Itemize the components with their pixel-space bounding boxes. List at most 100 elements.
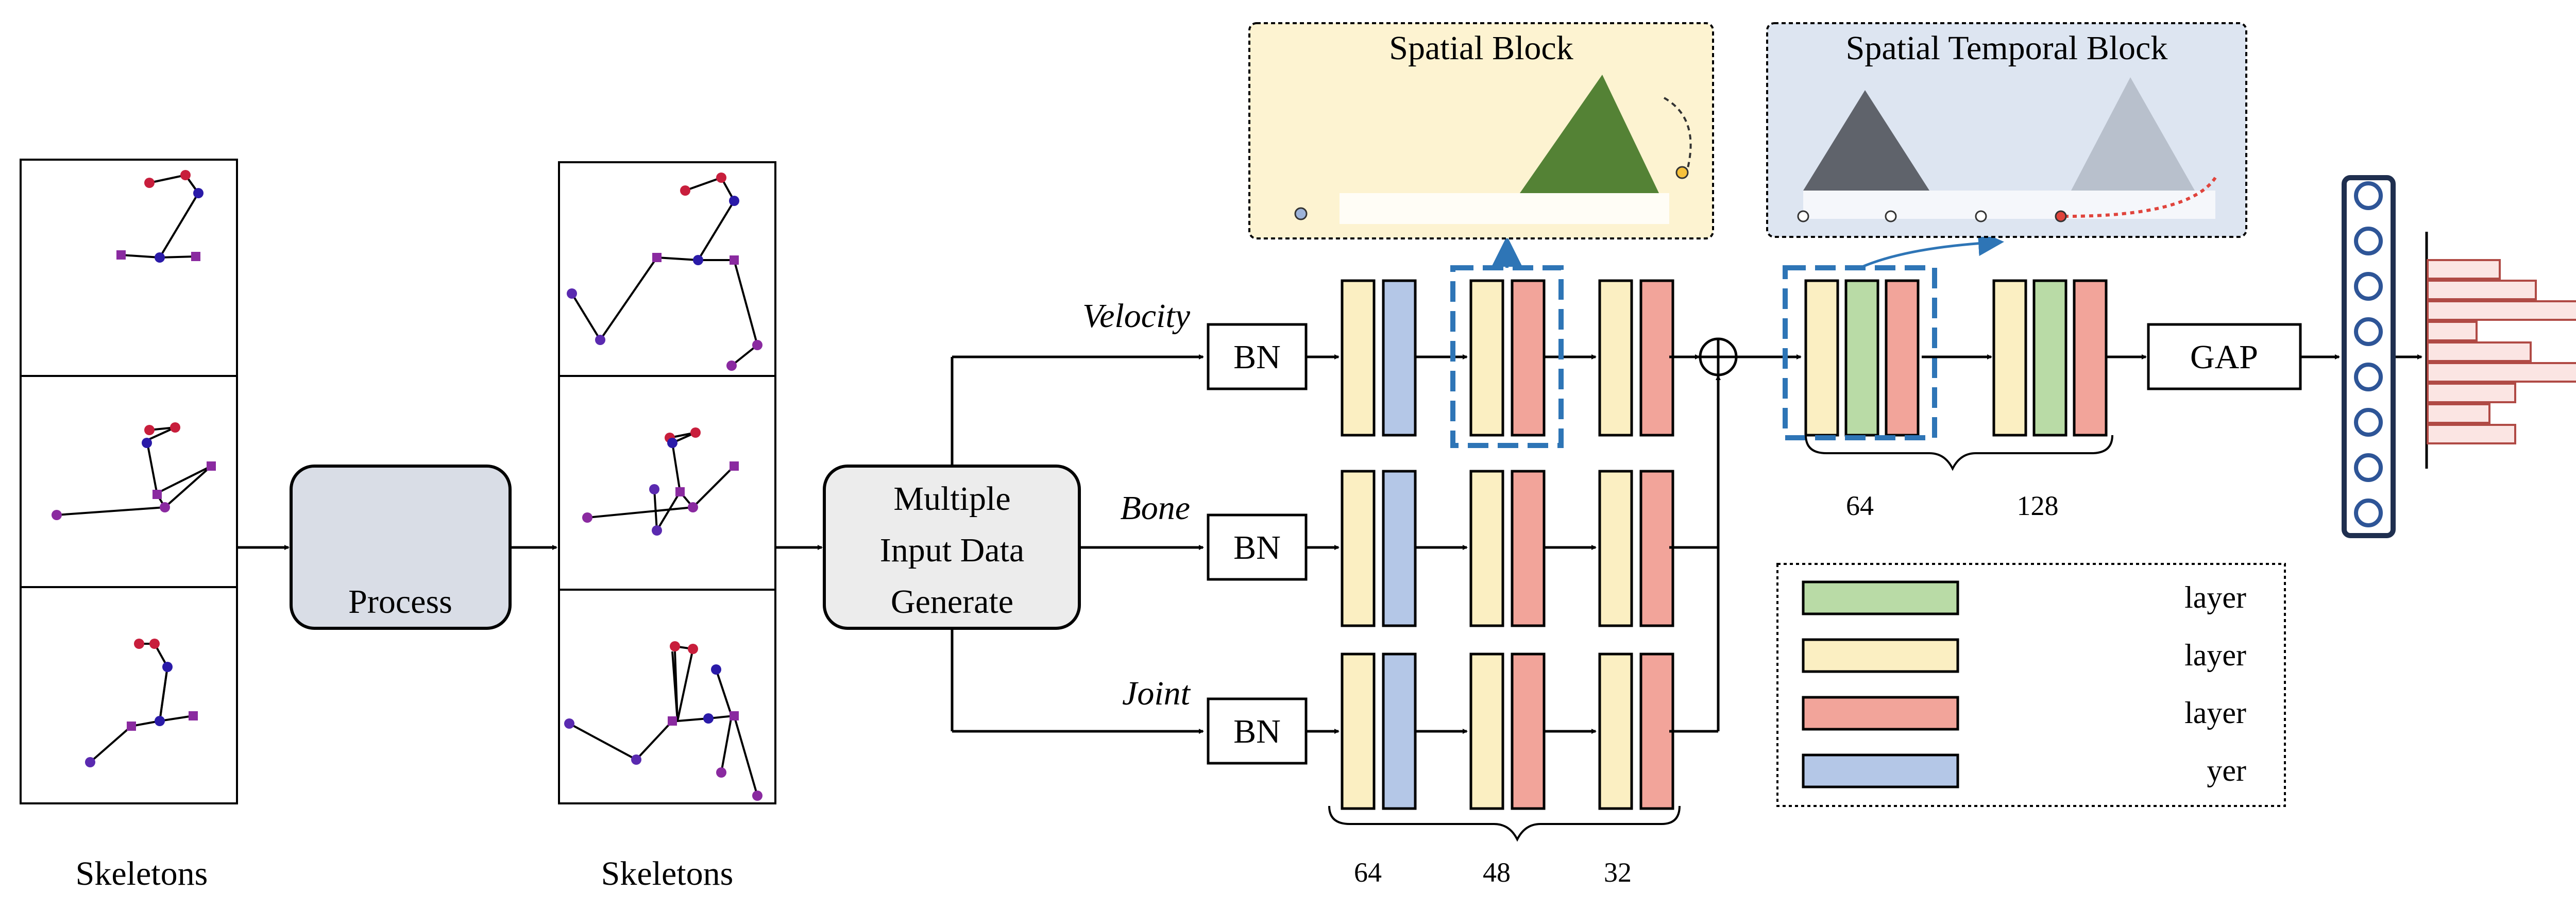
spatial-block-inset: Spatial Block: [1248, 22, 1714, 239]
layer-block-yellow-layer: [1469, 470, 1504, 627]
legend-swatch: [1802, 696, 1959, 731]
neuron-node: [2354, 181, 2383, 210]
channel-label: 128: [2017, 490, 2059, 521]
histogram-bar: [2427, 321, 2478, 341]
fusion-lines: [1669, 354, 1721, 733]
skeleton-joints: [85, 639, 198, 767]
process-box: Process: [290, 465, 512, 630]
bn-box-joint: BN: [1207, 697, 1308, 765]
st-inset-whiteout: [1803, 191, 2215, 219]
stream-label-velocity: Velocity: [1082, 297, 1191, 335]
layer-block-red-layer: [1511, 470, 1546, 627]
layer-block-yellow-layer: [1598, 653, 1633, 810]
layer-stacks: [1306, 279, 2108, 810]
layer-block-yellow-layer: [1598, 279, 1633, 437]
fc-neuron-column: [2342, 175, 2396, 538]
gap-box: GAP: [2147, 323, 2302, 390]
st-layer-block-red-layer: [2073, 279, 2108, 437]
generate-label-line3: Generate: [891, 583, 1013, 621]
st-layer-block-green-layer: [1844, 279, 1879, 437]
layer-block-red-layer: [1639, 470, 1674, 627]
skeleton-joints: [52, 422, 216, 520]
histogram-bar: [2427, 280, 2537, 300]
st-layer-block-yellow-layer: [1992, 279, 2027, 437]
neuron-node: [2354, 227, 2383, 255]
histogram-bar: [2427, 424, 2516, 444]
upper-brace: [1805, 435, 2113, 471]
st-layer-block-green-layer: [2032, 279, 2067, 437]
st-layer-block-red-layer: [1885, 279, 1920, 437]
histogram-bar: [2427, 341, 2532, 362]
layer-block-red-layer: [1511, 653, 1546, 810]
st-light-triangle: [2071, 77, 2195, 191]
neuron-node: [2354, 363, 2383, 391]
bn-box-bone: BN: [1207, 513, 1308, 581]
bn-label: BN: [1233, 529, 1281, 566]
lower-brace: [1328, 805, 1681, 842]
process-label: Process: [348, 583, 452, 621]
legend-label: layer: [2184, 638, 2246, 672]
layer-block-yellow-layer: [1341, 470, 1376, 627]
layer-block-red-layer: [1511, 279, 1546, 437]
original-skeletons-panel: Skeletons: [20, 159, 238, 892]
bn-label: BN: [1233, 713, 1281, 750]
neuron-node: [2354, 499, 2383, 527]
stream-label-joint: Joint: [1122, 675, 1191, 712]
st-block-title: Spatial Temporal Block: [1846, 29, 2168, 67]
neuron-node: [2354, 453, 2383, 482]
legend-label: layer: [2184, 696, 2246, 730]
skeleton-joints: [116, 170, 204, 263]
skeleton-joints: [582, 427, 739, 536]
spatial-triangle: [1520, 75, 1659, 193]
channel-label: 48: [1483, 857, 1511, 888]
legend: layer layer layer yer: [1776, 563, 2286, 807]
layer-block-red-layer: [1639, 279, 1674, 437]
legend-swatch: [1802, 753, 1959, 788]
skeleton-joints: [567, 173, 762, 371]
histogram-bar: [2427, 403, 2490, 424]
repaired-skeletons-panel: Skeletons: [558, 161, 776, 892]
generate-label-line1: Multiple: [893, 480, 1010, 518]
generate-label-line2: Input Data: [880, 531, 1024, 569]
stream-label-bone: Bone: [1120, 489, 1190, 527]
channel-label: 64: [1846, 490, 1874, 521]
st-dark-triangle: [1803, 90, 1929, 191]
layer-block-blue-layer: [1382, 653, 1417, 810]
histogram-bar: [2427, 383, 2516, 403]
layer-block-yellow-layer: [1598, 470, 1633, 627]
bn-label: BN: [1233, 338, 1281, 376]
legend-label: layer: [2184, 580, 2246, 614]
neuron-node: [2354, 317, 2383, 346]
layer-block-yellow-layer: [1469, 653, 1504, 810]
channel-label: 32: [1604, 857, 1632, 888]
layer-block-yellow-layer: [1469, 279, 1504, 437]
spatial-block-highlight: [1450, 265, 1564, 448]
layer-block-red-layer: [1639, 653, 1674, 810]
histogram-bar: [2427, 362, 2576, 383]
neuron-node: [2354, 272, 2383, 301]
layer-block-yellow-layer: [1341, 279, 1376, 437]
layer-block-blue-layer: [1382, 470, 1417, 627]
st-block-inset: Spatial Temporal Block: [1766, 22, 2247, 238]
histogram-bar: [2427, 300, 2576, 321]
spatial-inset-whiteout: [1340, 193, 1669, 224]
channel-label: 64: [1354, 857, 1382, 888]
generate-box: Multiple Input Data Generate: [823, 465, 1081, 630]
repaired-skeletons-label: Skeletons: [601, 855, 734, 892]
neuron-node: [2354, 408, 2383, 437]
skeleton-joints: [564, 641, 762, 801]
stream-branches: [951, 354, 1204, 734]
sum-node: [1699, 337, 1738, 376]
spatial-block-title: Spatial Block: [1389, 29, 1573, 67]
layer-block-blue-layer: [1382, 279, 1417, 437]
output-histogram: [2425, 232, 2576, 469]
legend-swatch: [1802, 580, 1959, 615]
bn-box-velocity: BN: [1207, 323, 1308, 390]
layer-block-yellow-layer: [1341, 653, 1376, 810]
histogram-bar: [2427, 259, 2501, 280]
st-block-pointer: [1859, 230, 2004, 269]
legend-label: yer: [2207, 753, 2246, 787]
st-layer-block-yellow-layer: [1804, 279, 1839, 437]
legend-swatch: [1802, 638, 1959, 673]
